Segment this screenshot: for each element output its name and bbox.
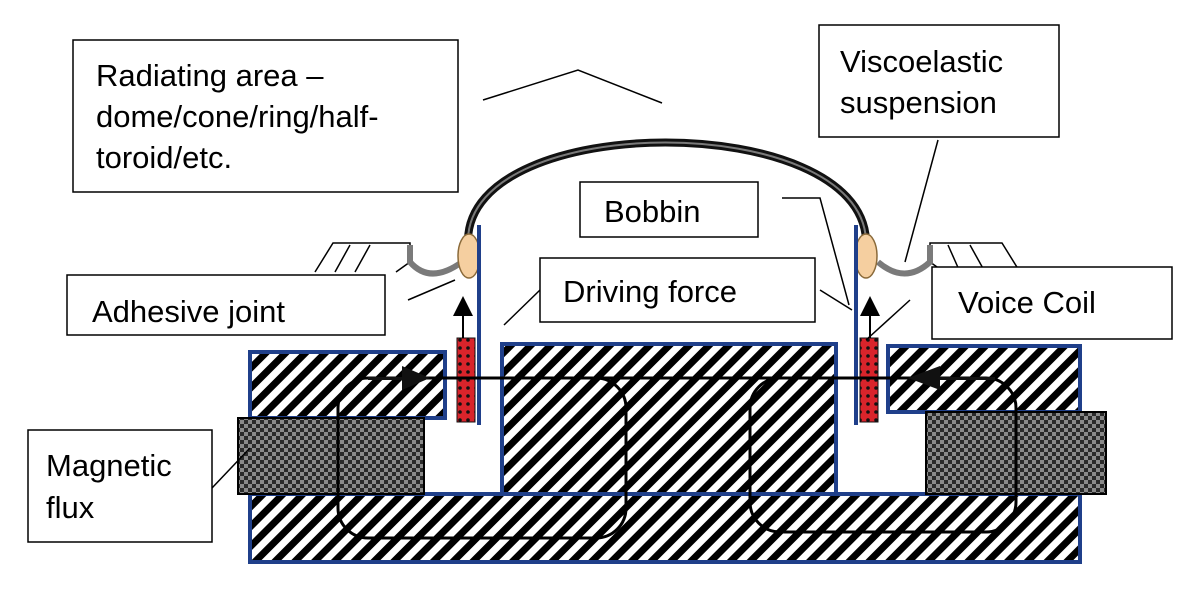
left-flux-arrow [368,366,430,390]
viscoelastic-line1: Viscoelastic [840,44,1003,79]
adhesive-joint-callout: Adhesive joint [66,274,386,336]
left-magnet [237,417,425,495]
magnetic-flux-line1: Magnetic [46,448,172,483]
magnetic-flux-line2: flux [46,490,95,525]
voice-coil-label: Voice Coil [958,285,1096,320]
radiating-area-callout: Radiating area – dome/cone/ring/half- to… [72,39,459,193]
driving-force-callout: Driving force [539,257,816,323]
leader-lines [211,69,939,489]
radiating-area-line1: Radiating area – [96,58,324,93]
left-suspension [407,245,464,277]
radiating-area-line2: dome/cone/ring/half- [96,99,379,134]
left-adhesive-joint [457,233,481,279]
viscoelastic-callout: Viscoelastic suspension [818,24,1060,138]
center-pole [500,342,838,496]
bottom-plate [248,492,1082,564]
bobbin-label: Bobbin [604,194,701,229]
left-voice-coil [456,337,476,423]
magnetic-flux-callout: Magnetic flux [27,429,213,543]
right-adhesive-joint [854,233,878,279]
bobbin-callout: Bobbin [579,181,759,238]
viscoelastic-line2: suspension [840,85,997,120]
left-frame-lines [314,242,411,273]
driving-force-label: Driving force [563,274,737,309]
right-flux-arrow [908,366,995,390]
adhesive-joint-label: Adhesive joint [92,294,285,329]
right-suspension [876,245,933,277]
voice-coil-callout: Voice Coil [931,266,1173,340]
radiating-area-line3: toroid/etc. [96,140,232,175]
right-voice-coil [859,337,879,423]
